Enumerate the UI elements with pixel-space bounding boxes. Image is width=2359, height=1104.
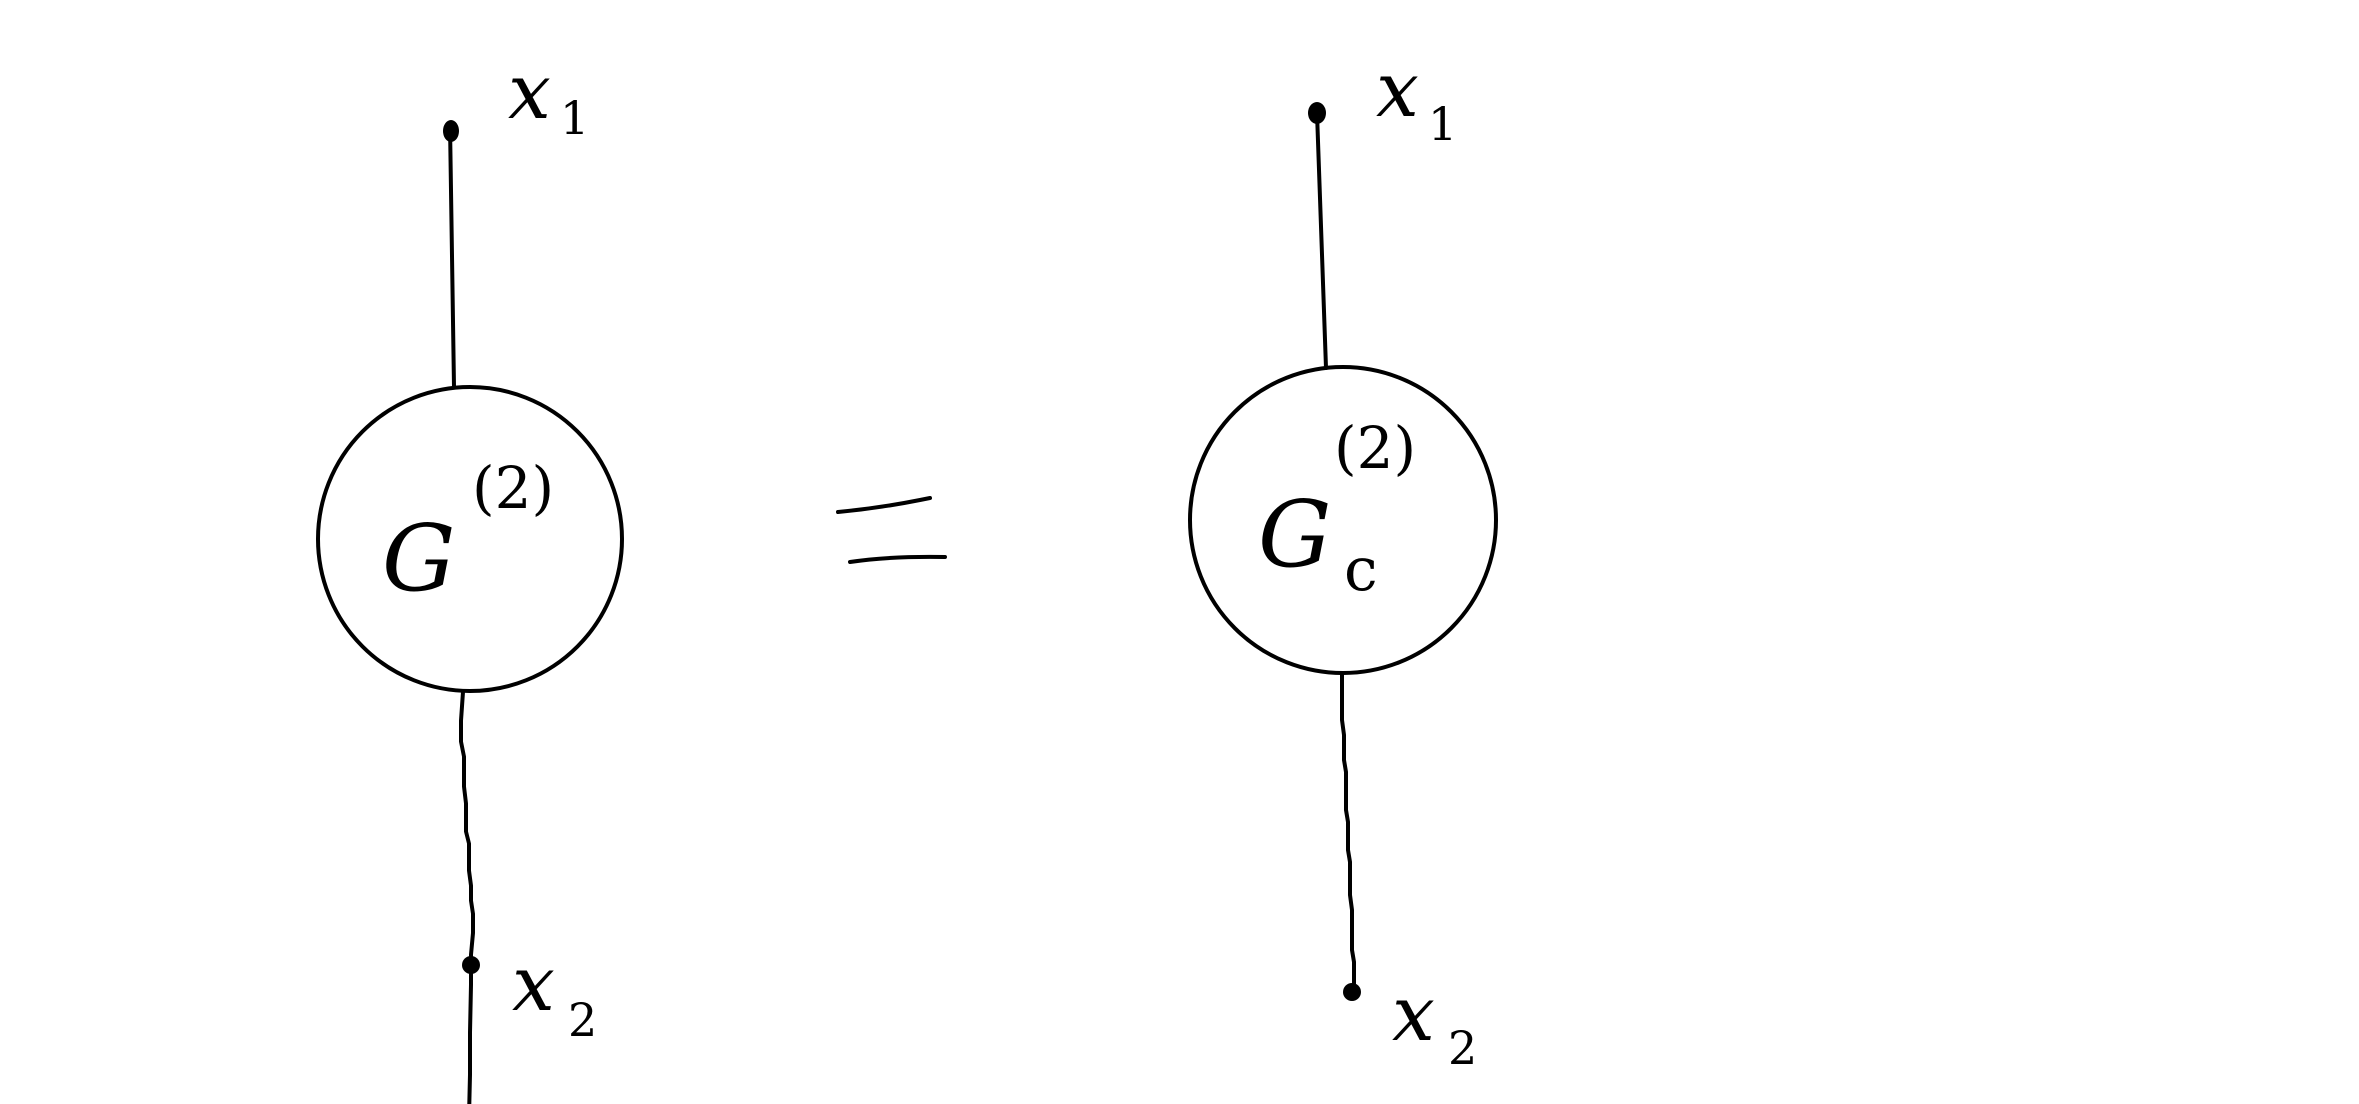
equals-sign-text: = [0, 0, 1, 1]
right-bottom-vertex-dot [1343, 983, 1361, 1001]
left-bottom-vertex-label: x 2 [512, 939, 597, 1047]
left-function-letter: G [382, 505, 456, 612]
equals-upper-bar [836, 496, 932, 514]
right-bottom-propagator [1340, 671, 1356, 992]
left-bottom-vertex-dot [462, 956, 480, 974]
right-correlator-blob [1188, 365, 1498, 675]
right-bottom-vertex-letter: x [1392, 969, 1435, 1058]
right-function-order: (2) [1334, 414, 1416, 482]
right-function-letter: G [1258, 481, 1332, 588]
left-function-order: (2) [472, 454, 554, 522]
left-top-vertex-index: 1 [560, 91, 589, 145]
right-top-vertex-dot [1308, 102, 1326, 124]
left-diagram: G (2) x 1 x 2 [316, 47, 624, 1104]
left-correlator-blob [316, 385, 624, 693]
left-bottom-propagator [459, 690, 475, 1104]
right-top-vertex-letter: x [1376, 45, 1419, 134]
right-bottom-vertex-label: x 2 [1392, 969, 1477, 1075]
left-top-vertex-letter: x [508, 47, 551, 136]
equals-lower-bar [848, 554, 947, 564]
left-top-vertex-label: x 1 [508, 47, 589, 145]
left-top-propagator [448, 123, 456, 389]
right-top-vertex-index: 1 [1428, 97, 1457, 151]
equals-sign: = [0, 0, 947, 564]
left-bottom-vertex-letter: x [512, 939, 555, 1028]
right-top-propagator [1315, 111, 1328, 370]
left-top-vertex-dot [443, 120, 459, 142]
right-top-vertex-label: x 1 [1376, 45, 1457, 151]
right-diagram: G (2) c x 1 x 2 [1188, 45, 1498, 1075]
left-bottom-vertex-index: 2 [568, 993, 597, 1047]
right-bottom-vertex-index: 2 [1448, 1021, 1477, 1075]
right-function-subscript: c [1344, 535, 1378, 605]
